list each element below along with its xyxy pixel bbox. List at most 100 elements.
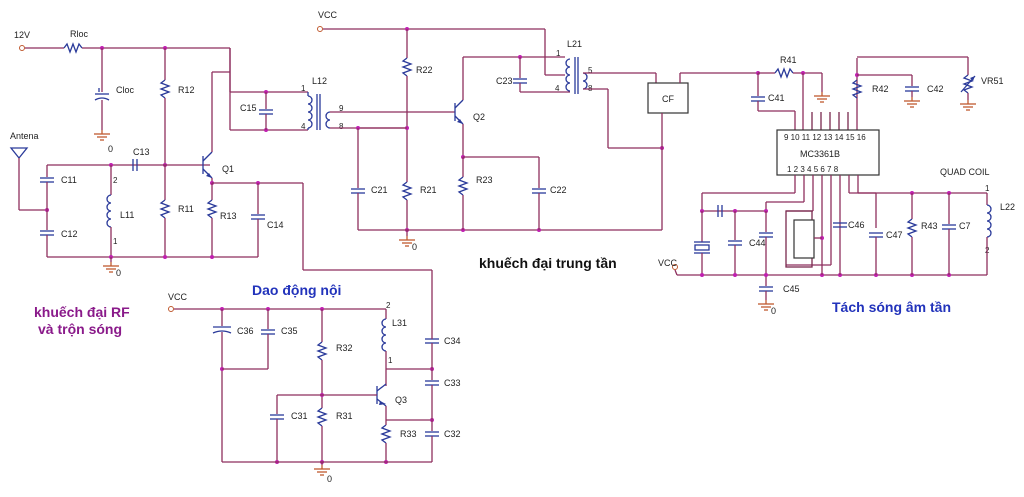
- svg-text:C46: C46: [848, 220, 865, 230]
- inductor-l31: L31: [381, 318, 407, 352]
- osc-section-title: Dao động nội: [252, 282, 341, 298]
- capacitor-c21: C21: [351, 185, 388, 195]
- svg-text:R11: R11: [178, 204, 194, 214]
- svg-text:L12: L12: [312, 76, 327, 86]
- svg-text:R23: R23: [476, 175, 493, 185]
- if-section-title: khuếch đại trung tần: [479, 255, 617, 271]
- resistor-r43: R43: [906, 218, 938, 238]
- crystal-oscillator: [694, 241, 710, 254]
- antenna-icon: [9, 147, 29, 160]
- svg-text:C47: C47: [886, 230, 903, 240]
- svg-text:C45: C45: [783, 284, 800, 294]
- svg-text:C23: C23: [496, 76, 513, 86]
- capacitor-c12: C12: [40, 229, 78, 239]
- svg-text:R22: R22: [416, 65, 433, 75]
- capacitor-c33: C33: [425, 378, 461, 388]
- svg-text:C11: C11: [61, 175, 77, 185]
- rf-section-title-line1: khuếch đại RF: [34, 304, 130, 320]
- transistor-q1: Q1: [202, 151, 234, 179]
- svg-text:0: 0: [327, 474, 332, 484]
- svg-text:C15: C15: [240, 103, 257, 113]
- svg-text:C22: C22: [550, 185, 567, 195]
- capacitor-c7: C7: [942, 221, 971, 231]
- svg-text:C36: C36: [237, 326, 254, 336]
- svg-text:R12: R12: [178, 85, 195, 95]
- capacitor-c44: C44: [749, 232, 773, 248]
- capacitor-c41: C41: [751, 93, 785, 103]
- svg-text:VCC: VCC: [658, 258, 678, 268]
- svg-text:1: 1: [301, 84, 306, 93]
- resistor-r13: R13: [206, 199, 237, 221]
- svg-text:VCC: VCC: [318, 10, 338, 20]
- svg-text:L22: L22: [1000, 202, 1015, 212]
- resistor-rloc: Rloc: [63, 29, 89, 54]
- svg-text:C44: C44: [749, 238, 766, 248]
- resistor-r23: R23: [457, 175, 493, 196]
- resistor-r22: R22: [401, 57, 433, 77]
- svg-text:C21: C21: [371, 185, 388, 195]
- resistor-r42: R42: [851, 79, 889, 99]
- svg-text:C13: C13: [133, 147, 150, 157]
- inductor-l11: L11: [106, 194, 134, 228]
- svg-text:0: 0: [412, 242, 417, 252]
- rf-section-title-line2: và trộn sóng: [38, 321, 122, 337]
- svg-text:5: 5: [588, 66, 593, 75]
- svg-text:C14: C14: [267, 220, 284, 230]
- resistor-r33: R33: [380, 424, 417, 444]
- capacitor-c46: C46: [833, 220, 865, 230]
- capacitor-c34: C34: [425, 336, 461, 346]
- svg-text:1 2 3 4 5 6 7 8: 1 2 3 4 5 6 7 8: [787, 165, 839, 174]
- detector-section-title: Tách sóng âm tần: [832, 299, 951, 315]
- resistor-r11: R11: [159, 199, 194, 219]
- 12v-terminal: [19, 45, 25, 51]
- svg-text:R13: R13: [220, 211, 237, 221]
- svg-text:C41: C41: [768, 93, 785, 103]
- svg-text:VR51: VR51: [981, 76, 1004, 86]
- quad-coil-label: QUAD COIL: [940, 167, 990, 177]
- resistor-r31: R31: [316, 407, 353, 427]
- svg-text:0: 0: [771, 306, 776, 316]
- svg-text:4: 4: [555, 84, 560, 93]
- capacitor-c15: C15: [240, 103, 273, 115]
- svg-text:C12: C12: [61, 229, 78, 239]
- antenna-label: Antena: [10, 131, 39, 141]
- svg-text:9: 9: [339, 104, 344, 113]
- if-section: VCC R22 C21 R21 0: [317, 10, 758, 252]
- svg-text:R31: R31: [336, 411, 353, 421]
- svg-text:1: 1: [556, 49, 561, 58]
- capacitor-c47: C47: [869, 230, 903, 240]
- rf-section: 12V Rloc Cloc 0 R12 A: [9, 29, 455, 330]
- svg-text:Q3: Q3: [395, 395, 407, 405]
- capacitor-cloc: Cloc: [94, 85, 135, 101]
- capacitor-c23: C23: [496, 76, 527, 86]
- svg-text:C42: C42: [927, 84, 944, 94]
- coupling-capacitor: [717, 205, 723, 217]
- capacitor-c22: C22: [532, 185, 567, 195]
- svg-text:0: 0: [116, 268, 121, 278]
- capacitor-c32: C32: [425, 429, 461, 439]
- variable-resistor-vr51: VR51: [960, 74, 1004, 94]
- ceramic-filter-cf: CF: [647, 82, 689, 114]
- svg-text:Q2: Q2: [473, 112, 485, 122]
- svg-text:Cloc: Cloc: [116, 85, 135, 95]
- svg-text:L21: L21: [567, 39, 582, 49]
- capacitor-c42: C42: [905, 84, 944, 94]
- resistor-r21: R21: [401, 181, 437, 201]
- svg-text:VCC: VCC: [168, 292, 188, 302]
- capacitor-c13: C13: [132, 147, 150, 171]
- svg-text:R33: R33: [400, 429, 417, 439]
- svg-text:L31: L31: [392, 318, 407, 328]
- transistor-q2: Q2: [454, 99, 485, 125]
- resistor-r12: R12: [159, 79, 195, 99]
- svg-text:L11: L11: [120, 210, 134, 220]
- capacitor-c31: C31: [270, 411, 308, 421]
- transistor-q3: Q3: [376, 383, 407, 407]
- svg-text:R42: R42: [872, 84, 889, 94]
- svg-text:1: 1: [985, 184, 990, 193]
- svg-text:4: 4: [301, 122, 306, 131]
- svg-text:C34: C34: [444, 336, 461, 346]
- svg-text:R43: R43: [921, 221, 938, 231]
- svg-text:C32: C32: [444, 429, 461, 439]
- svg-text:2: 2: [113, 176, 118, 185]
